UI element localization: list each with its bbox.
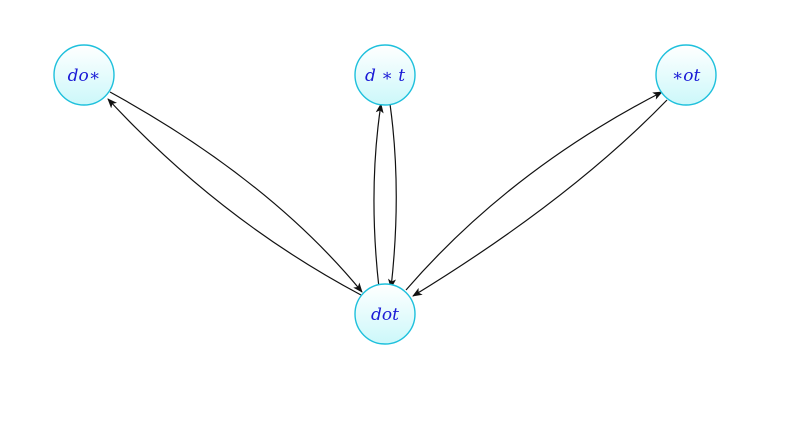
- node-star-ot[interactable]: ∗ot: [655, 44, 717, 106]
- node-d-star-t-label: d ∗ t: [365, 66, 405, 86]
- edge-dot-to-star-ot: [405, 91, 663, 291]
- edge-d-star-t-to-dot: [388, 103, 397, 289]
- node-dot-label: dot: [371, 305, 399, 325]
- node-star-ot-circle: [655, 44, 717, 106]
- node-star-ot-label: ∗ot: [672, 66, 701, 86]
- edge-dot-to-d-star-t: [373, 103, 384, 289]
- node-do-star[interactable]: do∗: [53, 44, 115, 106]
- edge-dot-to-do-star: [107, 98, 362, 296]
- node-dot-circle: [354, 283, 416, 345]
- edge-star-ot-to-dot: [412, 99, 668, 297]
- node-d-star-t[interactable]: d ∗ t: [354, 44, 416, 106]
- node-do-star-label: do∗: [68, 66, 101, 86]
- node-do-star-circle: [53, 44, 115, 106]
- node-dot[interactable]: dot: [354, 283, 416, 345]
- edge-do-star-to-dot: [109, 91, 363, 293]
- node-d-star-t-circle: [354, 44, 416, 106]
- edges: [107, 91, 668, 297]
